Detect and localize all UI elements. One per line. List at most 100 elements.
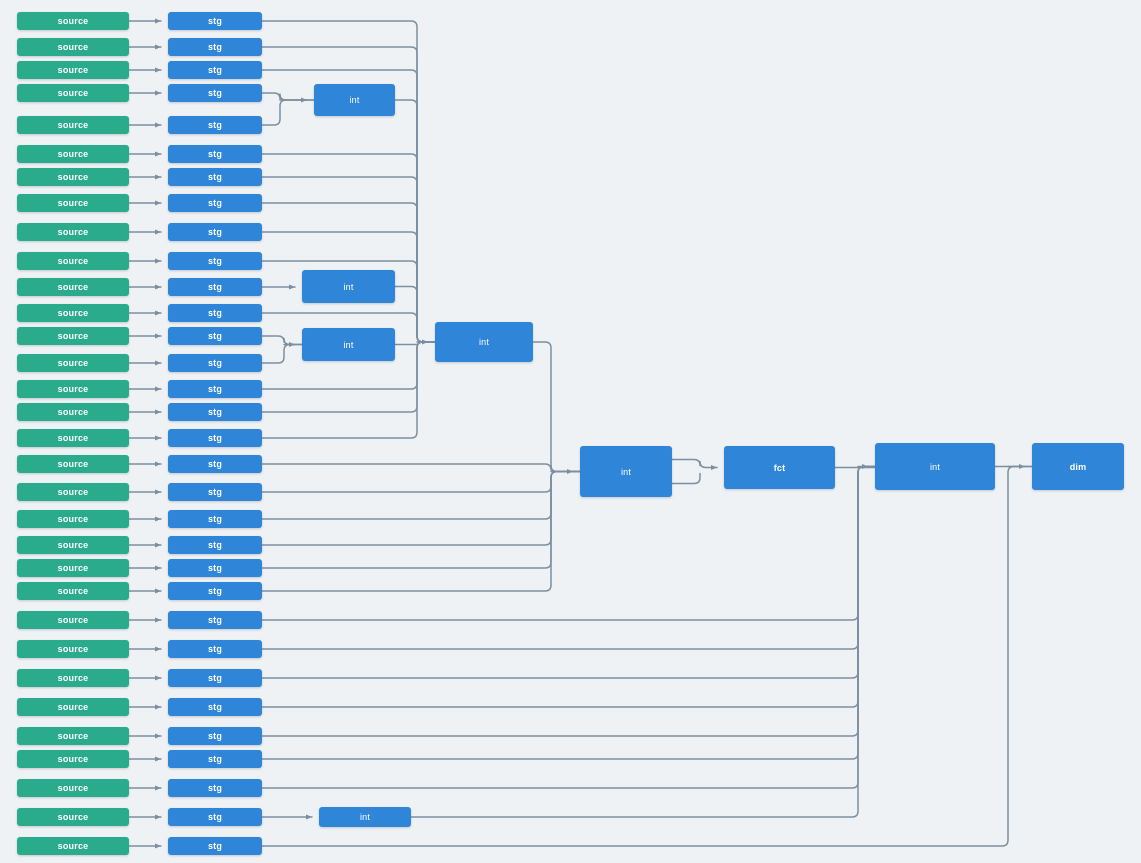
node-stg-4[interactable]: stg (168, 84, 262, 102)
node-label: stg (207, 384, 223, 394)
node-stg-26[interactable]: stg (168, 669, 262, 687)
node-source-4[interactable]: source (17, 84, 129, 102)
edge-stg-int1 (261, 92, 315, 101)
node-stg-14[interactable]: stg (168, 354, 262, 372)
node-stg-16[interactable]: stg (168, 403, 262, 421)
node-label: source (57, 282, 89, 292)
node-source-9[interactable]: source (17, 223, 129, 241)
node-label: source (57, 358, 89, 368)
node-label: source (57, 433, 89, 443)
node-source-32[interactable]: source (17, 837, 129, 855)
edge-to-int6 (261, 465, 876, 708)
node-int-5[interactable]: int (580, 446, 672, 497)
node-stg-15[interactable]: stg (168, 380, 262, 398)
node-stg-19[interactable]: stg (168, 483, 262, 501)
node-source-22[interactable]: source (17, 559, 129, 577)
node-source-5[interactable]: source (17, 116, 129, 134)
node-stg-12[interactable]: stg (168, 304, 262, 322)
node-source-10[interactable]: source (17, 252, 129, 270)
node-stg-11[interactable]: stg (168, 278, 262, 296)
node-stg-27[interactable]: stg (168, 698, 262, 716)
node-source-26[interactable]: source (17, 669, 129, 687)
node-stg-20[interactable]: stg (168, 510, 262, 528)
node-stg-5[interactable]: stg (168, 116, 262, 134)
node-int-4[interactable]: int (435, 322, 533, 362)
node-label: source (57, 198, 89, 208)
node-stg-18[interactable]: stg (168, 455, 262, 473)
node-label: stg (207, 731, 223, 741)
node-stg-21[interactable]: stg (168, 536, 262, 554)
node-stg-28[interactable]: stg (168, 727, 262, 745)
edge-to-int5 (261, 470, 581, 569)
node-source-7[interactable]: source (17, 168, 129, 186)
node-stg-6[interactable]: stg (168, 145, 262, 163)
node-int-1[interactable]: int (314, 84, 395, 116)
node-stg-13[interactable]: stg (168, 327, 262, 345)
node-stg-24[interactable]: stg (168, 611, 262, 629)
node-stg-2[interactable]: stg (168, 38, 262, 56)
node-source-23[interactable]: source (17, 582, 129, 600)
node-source-15[interactable]: source (17, 380, 129, 398)
node-stg-30[interactable]: stg (168, 779, 262, 797)
node-stg-23[interactable]: stg (168, 582, 262, 600)
node-source-18[interactable]: source (17, 455, 129, 473)
node-stg-8[interactable]: stg (168, 194, 262, 212)
node-source-13[interactable]: source (17, 327, 129, 345)
node-stg-17[interactable]: stg (168, 429, 262, 447)
node-stg-1[interactable]: stg (168, 12, 262, 30)
node-dim-1[interactable]: dim (1032, 443, 1124, 490)
node-stg-31[interactable]: stg (168, 808, 262, 826)
node-source-27[interactable]: source (17, 698, 129, 716)
node-stg-32[interactable]: stg (168, 837, 262, 855)
node-source-24[interactable]: source (17, 611, 129, 629)
node-source-14[interactable]: source (17, 354, 129, 372)
node-source-6[interactable]: source (17, 145, 129, 163)
node-source-29[interactable]: source (17, 750, 129, 768)
node-source-1[interactable]: source (17, 12, 129, 30)
node-source-3[interactable]: source (17, 61, 129, 79)
node-int-3[interactable]: int (302, 328, 395, 361)
node-fct-1[interactable]: fct (724, 446, 835, 489)
edge-to-int6 (261, 465, 876, 621)
edge-to-int5 (261, 470, 581, 493)
node-label: source (57, 256, 89, 266)
node-label: source (57, 731, 89, 741)
node-source-16[interactable]: source (17, 403, 129, 421)
node-source-25[interactable]: source (17, 640, 129, 658)
node-label: source (57, 149, 89, 159)
node-source-30[interactable]: source (17, 779, 129, 797)
node-int-6[interactable]: int (875, 443, 995, 490)
node-source-17[interactable]: source (17, 429, 129, 447)
node-source-19[interactable]: source (17, 483, 129, 501)
node-label: int (343, 281, 354, 292)
node-source-11[interactable]: source (17, 278, 129, 296)
node-source-8[interactable]: source (17, 194, 129, 212)
edge-to-int4 (394, 285, 436, 343)
node-stg-10[interactable]: stg (168, 252, 262, 270)
node-stg-7[interactable]: stg (168, 168, 262, 186)
edge-stg-int3 (261, 335, 303, 346)
node-stg-9[interactable]: stg (168, 223, 262, 241)
node-label: source (57, 407, 89, 417)
node-stg-3[interactable]: stg (168, 61, 262, 79)
node-label: source (57, 540, 89, 550)
node-label: source (57, 514, 89, 524)
node-label: int (620, 466, 632, 477)
node-label: int (929, 461, 941, 472)
node-label: source (57, 586, 89, 596)
node-source-2[interactable]: source (17, 38, 129, 56)
node-label: source (57, 615, 89, 625)
node-source-20[interactable]: source (17, 510, 129, 528)
node-label: stg (207, 754, 223, 764)
node-stg-25[interactable]: stg (168, 640, 262, 658)
node-source-31[interactable]: source (17, 808, 129, 826)
node-stg-22[interactable]: stg (168, 559, 262, 577)
node-int-2[interactable]: int (302, 270, 395, 303)
node-source-28[interactable]: source (17, 727, 129, 745)
node-stg-29[interactable]: stg (168, 750, 262, 768)
node-source-12[interactable]: source (17, 304, 129, 322)
edge-int5-fct (671, 458, 718, 471)
node-int-7[interactable]: int (319, 807, 411, 827)
node-source-21[interactable]: source (17, 536, 129, 554)
